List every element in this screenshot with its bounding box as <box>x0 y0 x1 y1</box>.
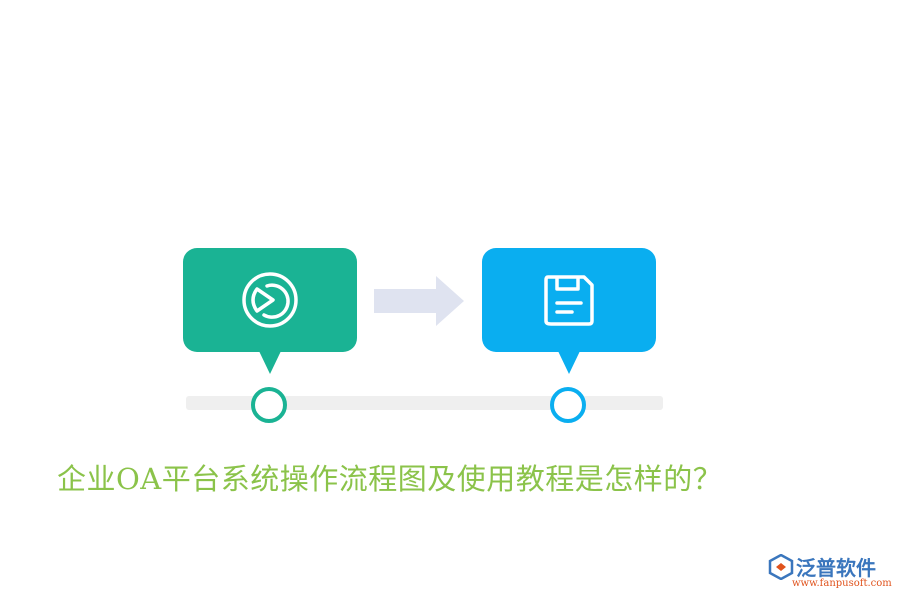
timeline-track <box>186 396 663 410</box>
floppy-disk-save-icon <box>544 275 594 326</box>
step-card-1 <box>183 248 357 352</box>
brand-logo[interactable]: 泛普软件 www.fanpusoft.com <box>768 552 894 592</box>
timeline-node-2 <box>550 387 586 423</box>
step-card-2 <box>482 248 656 352</box>
brand-logo-icon <box>768 554 794 580</box>
timeline-node-1 <box>251 387 287 423</box>
brand-url: www.fanpusoft.com <box>792 578 892 589</box>
brand-name: 泛普软件 <box>796 556 876 580</box>
page-headline: 企业OA平台系统操作流程图及使用教程是怎样的？ <box>57 462 723 496</box>
circular-logo-icon <box>242 272 298 328</box>
right-arrow-icon <box>374 276 464 326</box>
